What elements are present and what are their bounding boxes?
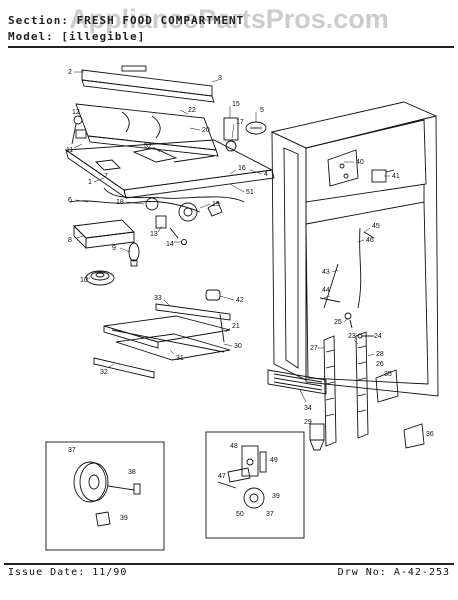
callout-25: 25	[334, 319, 342, 326]
callout-33: 33	[154, 295, 162, 302]
control-housing-part	[64, 139, 275, 200]
callout-39b: 39	[272, 493, 280, 500]
callout-20: 20	[202, 127, 210, 134]
drain-tube-part	[319, 263, 341, 309]
interior-wire-part	[357, 227, 375, 309]
callout-29: 29	[304, 419, 312, 426]
callout-8: 8	[68, 237, 72, 244]
callout-22: 22	[188, 107, 196, 114]
callout-44: 44	[322, 287, 330, 294]
callout-47: 47	[218, 473, 226, 480]
lamp-part	[128, 242, 140, 267]
callout-6: 6	[68, 197, 72, 204]
support-bracket-part	[375, 369, 399, 403]
leveler-inset	[205, 431, 305, 539]
roller-bracket-part	[309, 423, 325, 451]
drawing-number: Drw No: A-42-253	[337, 567, 450, 578]
parts-diagram: 2 3 12 22 15 5 11 17 20 52 40 41 1 4 7 1…	[45, 65, 439, 551]
callout-32: 32	[100, 369, 108, 376]
callout-46: 46	[366, 237, 374, 244]
thermostat-part	[223, 117, 267, 152]
callout-36: 36	[426, 431, 434, 438]
callout-27: 27	[310, 345, 318, 352]
callout-39: 39	[120, 515, 128, 522]
callout-4: 4	[264, 171, 268, 178]
callout-49: 49	[270, 457, 278, 464]
callout-45: 45	[372, 223, 380, 230]
callout-15: 15	[232, 101, 240, 108]
callout-9: 9	[112, 245, 116, 252]
callout-10: 10	[80, 277, 88, 284]
callout-16: 16	[238, 165, 246, 172]
callout-labels: 2 3 12 22 15 5 11 17 20 52 40 41 1 4 7 1…	[66, 69, 434, 522]
callout-38: 38	[128, 469, 136, 476]
diagram-header: AppliancePartsPros.com Section: FRESH FO…	[0, 0, 458, 52]
callout-31: 31	[176, 355, 184, 362]
callout-2: 2	[68, 69, 72, 76]
callout-24: 24	[374, 333, 382, 340]
issue-date: Issue Date: 11/90	[8, 567, 128, 578]
wheel-inset	[45, 441, 165, 551]
mounting-plate-part	[327, 149, 359, 187]
callout-35: 35	[384, 371, 392, 378]
light-shield-part	[75, 103, 219, 157]
cabinet-part	[270, 101, 439, 397]
callout-11: 11	[66, 147, 73, 154]
light-socket-part	[69, 197, 223, 222]
footer-rule	[4, 563, 454, 565]
callout-28: 28	[376, 351, 384, 358]
callout-43: 43	[322, 269, 330, 276]
callout-37: 37	[68, 447, 76, 454]
callout-41: 41	[392, 173, 400, 180]
wire-harness-part	[103, 187, 245, 203]
section-title: Section: FRESH FOOD COMPARTMENT	[8, 14, 245, 27]
end-cap-part	[403, 423, 425, 449]
callout-13: 13	[150, 231, 158, 238]
model-title: Model: [illegible]	[8, 30, 146, 43]
sensor-part	[71, 115, 87, 145]
callout-5: 5	[260, 107, 264, 114]
callout-21: 21	[232, 323, 240, 330]
toe-grille-part	[267, 369, 327, 395]
callout-7: 7	[104, 173, 108, 180]
bracket-box-part	[73, 219, 135, 250]
callout-3: 3	[218, 75, 222, 82]
callout-18: 18	[116, 199, 124, 206]
callout-26: 26	[376, 361, 384, 368]
callout-51: 51	[246, 189, 254, 196]
callout-37b: 37	[266, 511, 274, 518]
callout-52: 52	[144, 143, 152, 150]
top-rail-part	[81, 65, 215, 103]
watermark-text: AppliancePartsPros.com	[69, 4, 389, 34]
callout-50: 50	[236, 511, 244, 518]
shelf-ladder-part	[323, 331, 369, 447]
shelf-assembly-part	[93, 289, 231, 379]
callout-42: 42	[236, 297, 244, 304]
callout-1: 1	[88, 179, 92, 186]
callout-40: 40	[356, 159, 364, 166]
callout-48: 48	[230, 443, 238, 450]
callout-12: 12	[72, 109, 80, 116]
knob-part	[85, 270, 115, 286]
callout-17: 17	[236, 119, 244, 126]
callout-34: 34	[304, 405, 312, 412]
clip-part	[371, 169, 395, 183]
callout-23: 23	[348, 333, 356, 340]
callout-30: 30	[234, 343, 242, 350]
callout-14: 14	[166, 241, 174, 248]
header-rule	[8, 46, 454, 48]
callout-19: 19	[212, 201, 220, 208]
